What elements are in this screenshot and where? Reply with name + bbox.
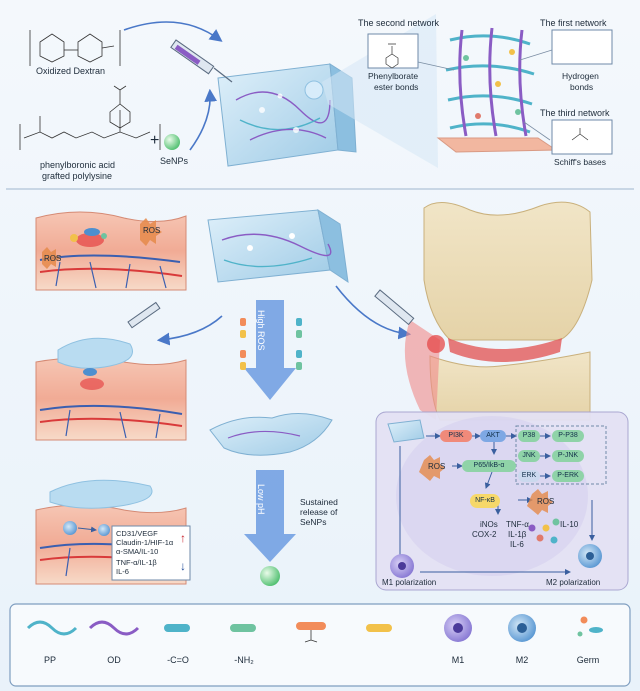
ros-pathway-label: ROS — [428, 462, 446, 471]
p-jnk-node: P-JNK — [552, 450, 584, 462]
low-ph-arrow — [244, 470, 296, 562]
germ-icon — [580, 616, 588, 624]
p-erk-node: P-ERK — [552, 470, 584, 482]
od-to-gel-arrow — [123, 21, 223, 42]
legend-label-od: OD — [107, 655, 121, 665]
plus-sign: + — [150, 132, 160, 149]
il1b-label: IL-1β — [508, 530, 527, 539]
ros-burst-top — [140, 218, 162, 246]
legend-label-aldehyde: -C=O — [167, 655, 189, 665]
diol-icon — [366, 624, 392, 632]
sustained-line-2: release of — [300, 507, 338, 517]
ros-burst-pathway — [419, 455, 445, 481]
first-network-desc-2: bonds — [570, 82, 594, 92]
first-network-desc-1: Hydrogen — [562, 71, 599, 81]
high-ros-arrow — [244, 300, 296, 400]
top-syringe-icon — [170, 39, 233, 83]
degraded-gel — [209, 413, 333, 456]
low-ph-label: Low pH — [256, 484, 266, 515]
legend-box — [9, 603, 631, 687]
p38-node: P38 — [518, 430, 540, 442]
knee-joint — [374, 201, 593, 421]
to-skin-arrow — [156, 315, 223, 346]
legend-label-m2: M2 — [515, 655, 529, 665]
legend-icons — [26, 614, 603, 643]
ros-pathway-label-2: ROS — [537, 497, 555, 506]
third-network-desc: Schiff's bases — [554, 157, 607, 167]
cox2-label: COX-2 — [472, 530, 497, 539]
erk-node: ERK — [518, 470, 540, 482]
pp-icon — [26, 620, 78, 636]
pp-label-line2: grafted polylysine — [42, 171, 113, 181]
p-p38-node: P-P38 — [552, 430, 584, 442]
ros-burst-pathway-2 — [527, 489, 553, 515]
pp-label-line1: phenylboronic acid — [40, 160, 116, 170]
il10-label: IL-10 — [560, 520, 579, 529]
second-network-title: The second network — [358, 18, 440, 28]
bond-cleavage-icons — [240, 318, 302, 370]
sustained-line-1: Sustained — [300, 497, 338, 507]
connector-second — [417, 61, 455, 71]
ros-burst-bottom — [42, 247, 61, 269]
marker-line-2: Claudin-1/HIF-1α — [116, 538, 174, 547]
to-joint-arrow — [335, 285, 412, 340]
od-icon — [88, 620, 140, 636]
oxidized-dextran-structure — [29, 30, 121, 66]
polylysine-structure — [19, 85, 161, 150]
legend-label-m1: M1 — [451, 655, 465, 665]
up-arrow-icon: ↑ — [180, 531, 186, 545]
legend-label-amine: -NH₂ — [234, 655, 254, 665]
first-network-title: The first network — [540, 18, 607, 28]
hydrogen-bond-structure-box — [551, 29, 613, 65]
phenylborate-structure-box — [367, 33, 419, 69]
aldehyde-icon — [164, 624, 190, 632]
markers-box — [111, 525, 191, 581]
nfkb-node: NF-κB — [470, 494, 500, 508]
pathway-gel-icon — [387, 419, 425, 443]
marker-line-3: α-SMA/IL-10 — [116, 547, 159, 556]
inos-label: iNOs — [480, 520, 498, 529]
connector-first — [519, 49, 553, 61]
p65-node: P65/IkB-α — [462, 460, 516, 472]
down-arrow-icon: ↓ — [180, 559, 186, 573]
oxidized-dextran-label: Oxidized Dextran — [36, 66, 106, 76]
jnk-node: JNK — [518, 450, 540, 462]
phenylboronic-icon — [296, 622, 326, 630]
skin-panel-1 — [35, 211, 187, 291]
connector-third — [523, 121, 551, 141]
sustained-line-3: SeNPs — [300, 517, 327, 527]
senps-to-gel-arrow — [189, 88, 218, 151]
schiff-base-structure-box — [551, 119, 613, 155]
il6-label: IL-6 — [510, 540, 524, 549]
ros-label-bottom: ROS — [44, 254, 62, 263]
ros-label-top: ROS — [143, 226, 161, 235]
akt-node: AKT — [480, 430, 506, 442]
senps-label: SeNPs — [160, 156, 189, 166]
mapk-group — [515, 425, 607, 485]
amine-icon — [230, 624, 256, 632]
marker-line-1: CD31/VEGF — [116, 529, 158, 538]
second-network-desc-2: ester bonds — [374, 82, 419, 92]
network-block — [436, 27, 558, 153]
third-network-title: The third network — [540, 108, 610, 118]
legend-label-pp: PP — [43, 655, 56, 665]
marker-line-5: IL-6 — [116, 567, 129, 576]
high-ros-label: High ROS — [256, 310, 266, 351]
cytokine-balls — [528, 518, 560, 544]
tnf-label: TNF-α — [506, 520, 529, 529]
m2-polarization-label: M2 polarization — [546, 578, 601, 587]
pi3k-node: PI3K — [440, 430, 472, 442]
senp-particle-icon — [164, 134, 180, 150]
second-network-desc-1: Phenylborate — [368, 71, 419, 81]
skin-panel-2 — [35, 301, 187, 441]
center-hydrogel-block — [207, 208, 349, 284]
legend-label-germ: Germ — [576, 655, 600, 665]
released-senp-icon — [260, 566, 280, 586]
marker-line-4: TNF-α/IL-1β — [116, 558, 157, 567]
m1-polarization-label: M1 polarization — [382, 578, 437, 587]
